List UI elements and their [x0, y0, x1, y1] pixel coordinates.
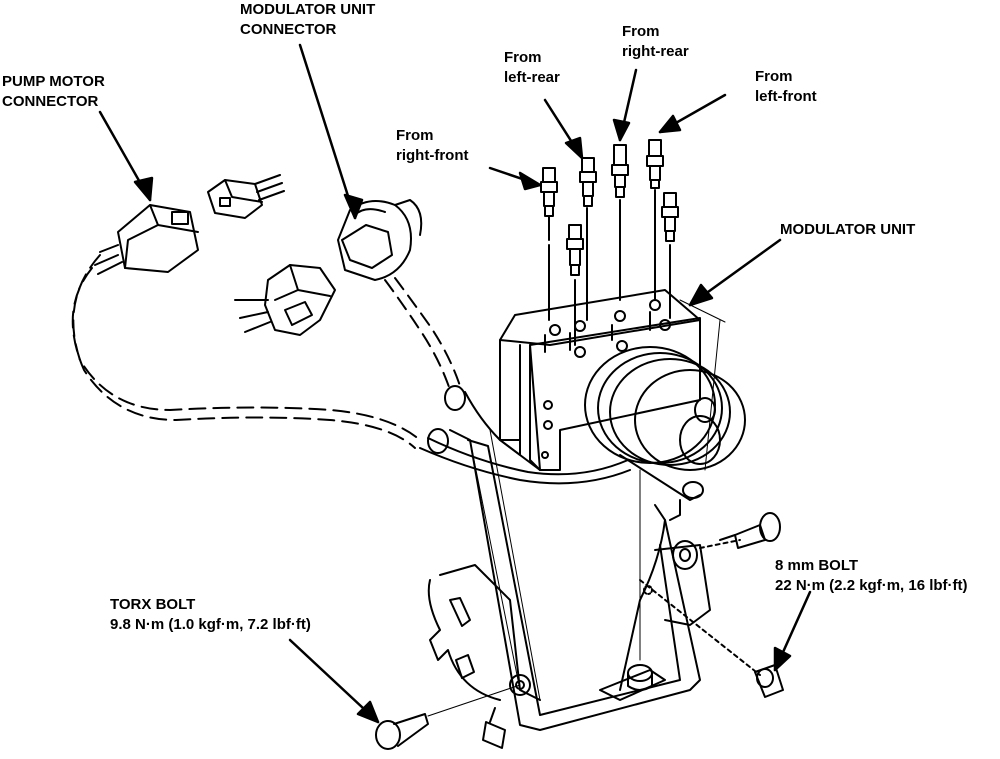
torx-bolt-drawing	[375, 674, 531, 750]
pump-motor-mating-plug	[207, 174, 285, 219]
eight-mm-bolt-label: 8 mm BOLT 22 N·m (2.2 kgf·m, 16 lbf·ft)	[775, 557, 968, 594]
from-right-rear-label: From right-rear	[622, 23, 689, 60]
modulator-unit-connector	[337, 199, 423, 281]
fitting-left-front	[646, 139, 664, 301]
fitting-right-front	[540, 167, 558, 321]
eight-mm-bolt-drawing	[639, 512, 784, 698]
modulator-unit-body	[499, 289, 746, 521]
modulator-unit-label: MODULATOR UNIT	[780, 221, 916, 238]
fitting-lower-left	[566, 224, 584, 346]
from-left-front-label: From left-front	[755, 68, 817, 105]
pump-motor-connector-label: PUMP MOTOR CONNECTOR	[2, 73, 105, 110]
fitting-lower-right	[661, 192, 679, 319]
modulator-mating-plug	[234, 264, 336, 336]
pump-motor-connector	[94, 204, 199, 275]
from-left-rear-label: From left-rear	[504, 49, 560, 86]
mounting-bracket	[427, 429, 711, 731]
construction-lines	[469, 299, 726, 701]
leader-arrows	[98, 43, 812, 724]
fitting-right-rear	[611, 144, 629, 301]
modulator-connector-label: MODULATOR UNIT CONNECTOR	[240, 1, 376, 38]
fitting-left-rear	[579, 157, 597, 207]
from-right-front-label: From right-front	[396, 127, 469, 164]
wire-harness	[71, 254, 631, 485]
torx-bolt-label: TORX BOLT 9.8 N·m (1.0 kgf·m, 7.2 lbf·ft…	[110, 596, 311, 633]
brake-line-fittings	[540, 139, 679, 346]
